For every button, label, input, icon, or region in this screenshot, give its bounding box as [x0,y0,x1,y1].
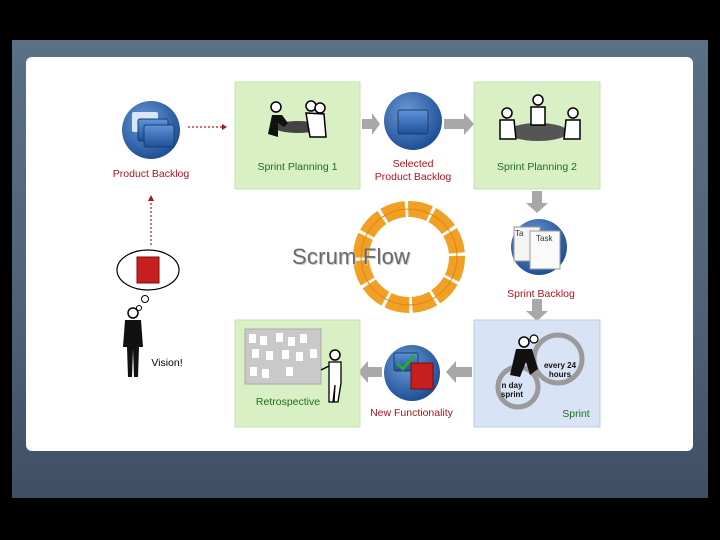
arrow-to-selected-backlog [362,113,380,135]
selected-backlog-icon [384,92,442,150]
sprint-backlog-icon [511,219,567,275]
sprint-planning-1-label: Sprint Planning 1 [257,161,338,173]
sprint-cycle-line2: hours [548,370,572,379]
sprint-planning-2-label: Sprint Planning 2 [497,161,577,173]
arrow-to-planning-2 [444,113,474,135]
sprint-planning-1-box [234,81,361,190]
arrow-to-sprint-backlog [526,191,548,213]
diagram-card: Product Backlog Sprint Planning 1 Select… [26,57,693,451]
sprint-backlog-label: Sprint Backlog [507,288,575,300]
diagram-title: Scrum Flow [292,244,411,269]
vision-person-icon [116,249,180,377]
vision-to-backlog-arrow [148,195,154,245]
task-card-front-label: Task [536,234,553,243]
selected-backlog-label-line2: Product Backlog [374,171,452,183]
team-table-icon [499,94,581,141]
retrospective-board-icon [244,328,342,403]
meeting-people-icon [268,100,327,138]
product-backlog-label: Product Backlog [112,168,190,180]
backlog-to-planning-arrow [188,124,227,130]
retrospective-label: Retrospective [255,396,321,408]
sprint-cycle-line1: every 24 [543,361,577,370]
sprint-label: Sprint [562,408,590,420]
scrum-flow-diagram [116,81,601,428]
product-backlog-icon [122,101,180,159]
selected-backlog-label-line1: Selected [392,158,434,170]
arrow-to-new-functionality [446,361,472,383]
sprint-cycle-icon [495,332,585,410]
arrow-to-retrospective [358,361,382,383]
sprint-length-line2: sprint [500,390,524,399]
new-functionality-label: New Functionality [370,407,453,419]
sprint-length-line1: n day [501,381,523,390]
vision-label: Vision! [151,357,183,369]
new-functionality-icon [384,345,440,401]
scrum-cycle-ring-icon [353,201,465,313]
arrow-to-sprint [526,299,548,321]
task-card-back-label: Ta [515,229,524,238]
